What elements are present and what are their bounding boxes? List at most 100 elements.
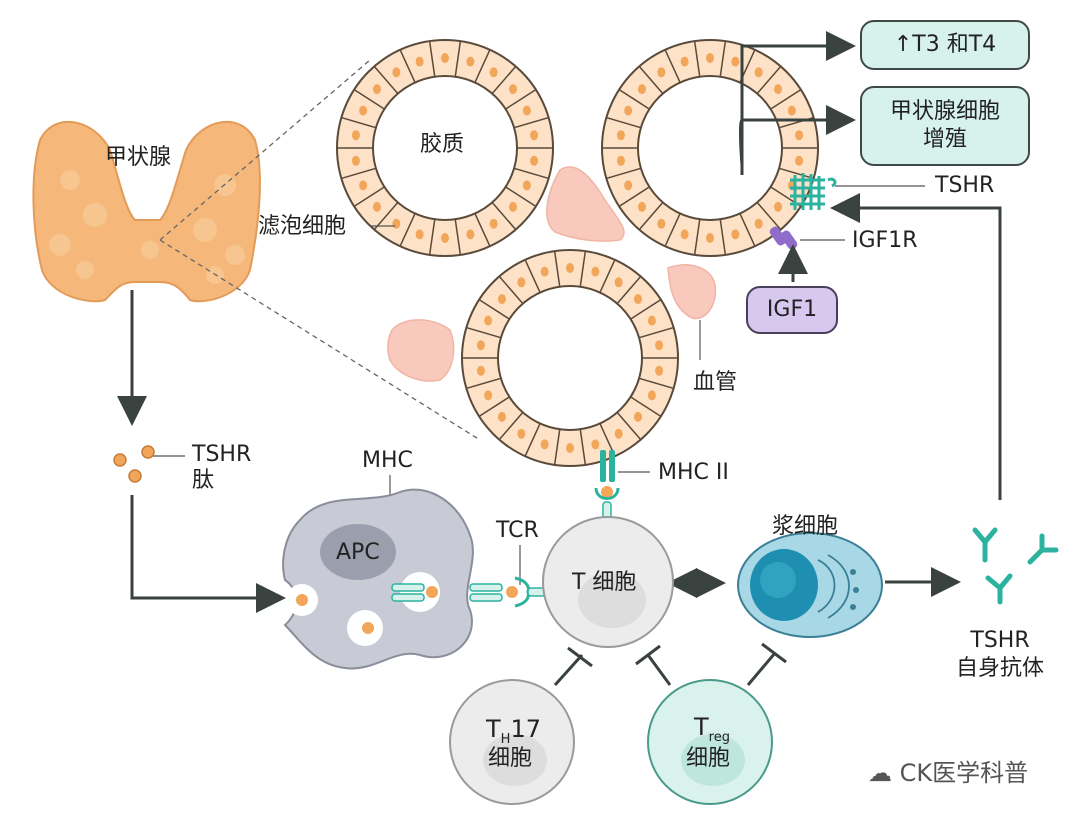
proliferation-label-2: 增殖 [922,127,967,152]
cell-nucleus [372,84,381,95]
igf1r-label: IGF1R [852,228,918,253]
cell-border [498,275,524,305]
cell-border [478,396,510,418]
cell-nucleus [484,315,493,326]
cell-nucleus [441,53,449,63]
follicle-top-right [601,39,819,257]
apc-cell [282,488,474,670]
th17-num: 17 [510,715,541,743]
cell-nucleus [787,105,796,116]
cell-border [579,250,587,287]
wechat-icon: ☁ [868,759,892,787]
cell-nucleus [497,411,506,422]
cell-nucleus [476,365,485,376]
watermark: ☁ CK医学科普 [868,760,1028,786]
thyroid-label: 甲状腺 [105,145,172,170]
inhibition-lines [553,642,787,687]
cell-nucleus [415,56,424,67]
cell-border [498,411,524,441]
cell-border [630,396,662,418]
follicular-cells-label: 滤泡细胞 [258,214,347,239]
cell-border [491,201,517,231]
cell-border [756,65,782,95]
cell-nucleus [415,229,424,240]
cell-border [524,423,541,457]
cell-nucleus [517,428,526,439]
cell-nucleus [731,229,740,240]
cell-nucleus [624,180,633,191]
cell-nucleus [509,84,518,95]
cell-border [756,201,782,231]
t-cell-label: T 细胞 [572,570,637,595]
cell-border [553,429,561,466]
cell-nucleus [466,56,475,67]
cell-nucleus [466,229,475,240]
igf1r-receptor [769,226,798,250]
cell-nucleus [647,390,656,401]
th17-main: T [486,715,501,743]
mhc-tcr [469,576,551,608]
arrows [117,31,1002,613]
watermark-text: CK医学科普 [899,759,1029,787]
cell-border [399,49,416,83]
cell-nucleus [634,294,643,305]
cell-nucleus [522,180,531,191]
tcr-label: TCR [496,518,539,543]
cell-border [638,201,664,231]
cell-border [341,116,377,129]
cell-nucleus [392,67,401,78]
antibody-label-2: 自身抗体 [955,656,1044,681]
zoom-lines [159,59,481,441]
cell-nucleus [647,315,656,326]
mhc-label: MHC [362,448,413,473]
cell-nucleus [616,155,625,166]
cell-border [341,167,377,180]
tshr-peptides [113,445,155,483]
cell-nucleus [754,218,763,229]
cell-nucleus [774,201,783,212]
cell-nucleus [476,340,485,351]
t-cell [542,516,674,648]
cell-nucleus [441,233,449,243]
proliferation-box: 甲状腺细胞 增殖 [860,86,1030,166]
cell-border [599,259,616,293]
follicle-top-left [336,39,554,257]
cell-nucleus [774,84,783,95]
cell-border [478,298,510,320]
cell-nucleus [497,294,506,305]
cell-nucleus [754,67,763,78]
cell-nucleus [637,201,646,212]
cell-border [618,88,650,110]
th17-cell [449,679,575,805]
cell-nucleus [655,340,664,351]
cell-border [553,250,561,287]
cell-border [719,219,727,256]
colloid-label: 胶质 [420,132,465,157]
cell-border [373,65,399,95]
th17-label: TH17 [486,716,541,753]
cell-border [491,65,517,95]
cell-border [399,213,416,247]
cell-nucleus [566,263,574,273]
cell-border [770,88,802,110]
cell-border [474,49,491,83]
cell-border [638,65,664,95]
cell-border [505,186,537,208]
cell-nucleus [614,428,623,439]
cell-nucleus [484,390,493,401]
treg-main: T [694,713,709,741]
cell-nucleus [624,105,633,116]
mhc-ii [594,450,620,521]
cell-nucleus [530,130,539,141]
cell-nucleus [359,180,368,191]
plasma-cell [737,532,883,638]
cell-nucleus [359,105,368,116]
cell-nucleus [540,439,549,450]
plasma-cell-label: 浆细胞 [772,514,839,539]
treg-sub: reg [708,729,730,745]
cell-border [693,219,701,256]
cell-border [373,201,399,231]
cell-border [693,40,701,77]
igf1-label: IGF1 [766,297,818,322]
